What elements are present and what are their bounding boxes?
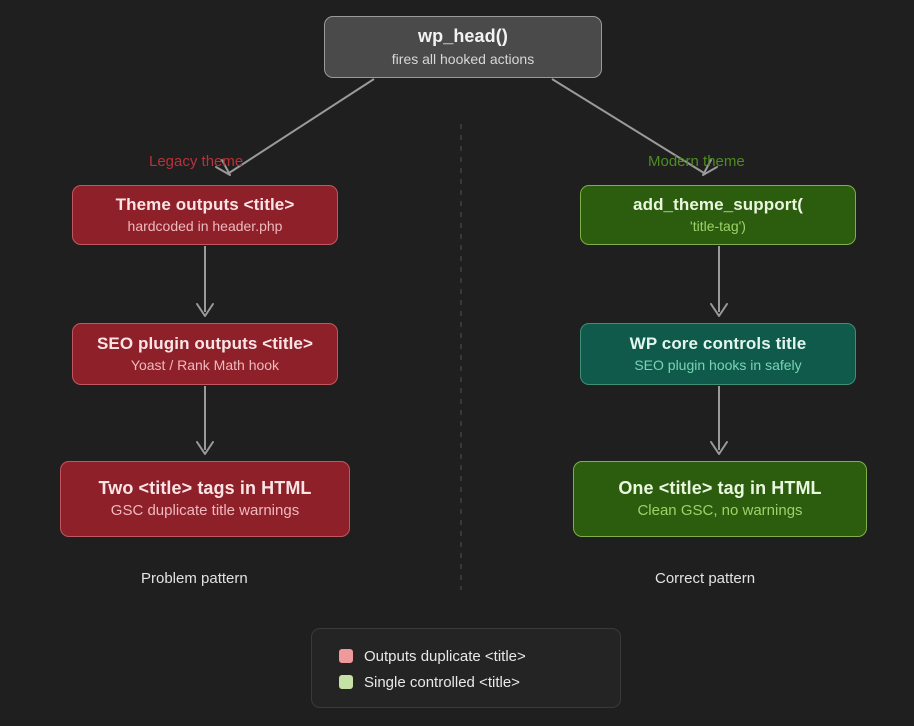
node-title: Two <title> tags in HTML	[98, 477, 312, 498]
node-wp-core-controls-title[interactable]: WP core controls title SEO plugin hooks …	[580, 323, 856, 385]
caption-problem-pattern: Problem pattern	[141, 570, 248, 587]
node-add-theme-support[interactable]: add_theme_support( 'title-tag')	[580, 185, 856, 245]
edge-label-legacy-theme: Legacy theme	[149, 153, 244, 170]
node-subtitle: SEO plugin hooks in safely	[634, 357, 802, 374]
arrowhead-r3	[710, 441, 728, 455]
node-title: SEO plugin outputs <title>	[96, 333, 314, 353]
edge-label-modern-theme: Modern theme	[648, 153, 745, 170]
legend-label: Single controlled <title>	[364, 673, 520, 691]
node-subtitle: Yoast / Rank Math hook	[130, 357, 280, 374]
caption-correct-pattern: Correct pattern	[655, 570, 756, 587]
node-wp-head[interactable]: wp_head() fires all hooked actions	[324, 16, 602, 78]
legend-item-duplicate: Outputs duplicate <title>	[339, 643, 620, 669]
legend-swatch-icon	[339, 675, 353, 689]
legend: Outputs duplicate <title> Single control…	[311, 628, 621, 708]
legend-swatch-icon	[339, 649, 353, 663]
edge-root-to-legacy	[228, 78, 375, 174]
node-title: Theme outputs <title>	[115, 194, 295, 214]
node-subtitle: 'title-tag')	[690, 218, 746, 235]
arrowhead-r2	[710, 303, 728, 317]
node-subtitle: fires all hooked actions	[391, 50, 535, 67]
node-subtitle: Clean GSC, no warnings	[637, 502, 803, 520]
node-two-title-tags[interactable]: Two <title> tags in HTML GSC duplicate t…	[60, 461, 350, 537]
node-title: add_theme_support(	[633, 194, 803, 214]
legend-item-single: Single controlled <title>	[339, 669, 620, 695]
node-subtitle: hardcoded in header.php	[127, 218, 283, 235]
node-title: WP core controls title	[629, 333, 807, 353]
node-one-title-tag[interactable]: One <title> tag in HTML Clean GSC, no wa…	[573, 461, 867, 537]
node-subtitle: GSC duplicate title warnings	[110, 502, 300, 520]
arrowhead-l3	[196, 441, 214, 455]
arrowhead-l2	[196, 303, 214, 317]
node-title: One <title> tag in HTML	[618, 477, 822, 498]
legend-label: Outputs duplicate <title>	[364, 647, 526, 665]
node-title: wp_head()	[418, 26, 508, 47]
node-theme-outputs-title[interactable]: Theme outputs <title> hardcoded in heade…	[72, 185, 338, 245]
node-seo-plugin-outputs-title[interactable]: SEO plugin outputs <title> Yoast / Rank …	[72, 323, 338, 385]
